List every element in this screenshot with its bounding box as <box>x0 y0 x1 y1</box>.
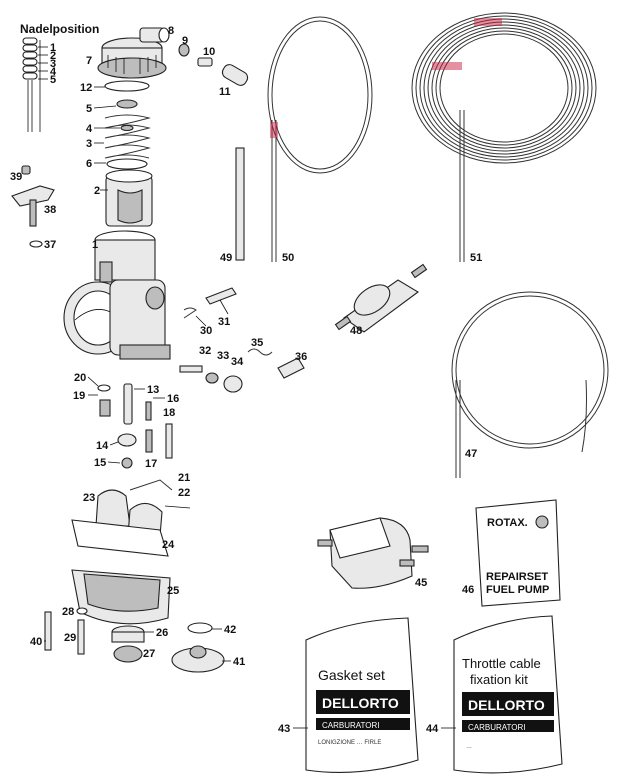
needle-position-group: Nadelposition 1 2 3 4 5 <box>20 22 99 132</box>
callout-34: 34 <box>231 356 244 368</box>
callout-46: 46 <box>462 584 474 596</box>
callout-20: 20 <box>74 372 86 384</box>
throttle-lever-group <box>11 165 55 248</box>
needle-position-title: Nadelposition <box>20 22 99 36</box>
callout-43: 43 <box>278 723 290 735</box>
carburetor-top-assembly <box>97 27 249 227</box>
coiled-cable-51 <box>411 12 597 262</box>
needle-pos-2: 2 <box>50 50 56 62</box>
callout-41: 41 <box>233 656 245 668</box>
callout-5: 5 <box>86 103 92 115</box>
callout-14: 14 <box>96 440 109 452</box>
fuel-filter <box>334 263 428 333</box>
callout-3: 3 <box>86 138 92 150</box>
needle-pos-3: 3 <box>50 58 56 70</box>
callout-27: 27 <box>143 648 155 660</box>
fuel-pump <box>317 517 429 589</box>
callout-labels: 1 2 3 4 5 6 7 8 9 10 11 12 13 14 15 16 1… <box>10 25 482 735</box>
callout-12: 12 <box>80 82 92 94</box>
callout-32: 32 <box>199 345 211 357</box>
callout-35: 35 <box>251 337 263 349</box>
needle-pos-5: 5 <box>50 74 56 86</box>
cables-group <box>235 12 609 478</box>
callout-48: 48 <box>350 325 362 337</box>
callout-30: 30 <box>200 325 212 337</box>
callout-13: 13 <box>147 384 159 396</box>
gasket-bag-title: Gasket set <box>318 667 385 683</box>
callout-9: 9 <box>182 35 188 47</box>
gasket-set-bag: Gasket set DELLORTO CARBURATORI LONIGZIO… <box>305 617 419 773</box>
cable-bag-title-1: Throttle cable <box>462 656 541 671</box>
callout-49: 49 <box>220 252 232 264</box>
needle-pos-1: 1 <box>50 42 56 54</box>
callout-22: 22 <box>178 487 190 499</box>
callout-11: 11 <box>219 86 231 98</box>
callout-7: 7 <box>86 55 92 67</box>
callout-40: 40 <box>30 636 42 648</box>
adjuster-screws-group <box>179 287 305 393</box>
cable-bag-title-2: fixation kit <box>470 672 528 687</box>
needle-pos-4: 4 <box>50 66 57 78</box>
callout-33: 33 <box>217 350 229 362</box>
callout-38: 38 <box>44 204 56 216</box>
callout-44: 44 <box>426 723 439 735</box>
callout-19: 19 <box>73 390 85 402</box>
callout-36: 36 <box>295 351 307 363</box>
callout-4: 4 <box>86 123 93 135</box>
cable-bag-foot: … <box>466 744 472 750</box>
cable-bag-sub: CARBURATORI <box>468 723 526 732</box>
needle-clip-icon <box>22 37 41 132</box>
float-chamber-group <box>44 383 225 673</box>
callout-21: 21 <box>178 472 190 484</box>
cable-bag-brand: DELLORTO <box>468 697 545 713</box>
callout-39: 39 <box>10 171 22 183</box>
callout-6: 6 <box>86 158 92 170</box>
callout-2: 2 <box>94 185 100 197</box>
callout-37: 37 <box>44 239 56 251</box>
carburetor-body <box>63 230 171 360</box>
callout-25: 25 <box>167 585 179 597</box>
repair-kit-brand: ROTAX. <box>487 517 528 529</box>
callout-42: 42 <box>224 624 236 636</box>
repair-kit-line1: REPAIRSET <box>486 571 548 583</box>
callout-17: 17 <box>145 458 157 470</box>
callout-18: 18 <box>163 407 175 419</box>
callout-26: 26 <box>156 627 168 639</box>
callout-8: 8 <box>168 25 174 37</box>
callout-10: 10 <box>203 46 215 58</box>
gasket-bag-foot: LONIGZIONE … FIRLE <box>318 740 381 746</box>
callout-50: 50 <box>282 252 294 264</box>
needle-position-numbers: 1 2 3 4 5 <box>38 42 57 86</box>
callout-23: 23 <box>83 492 95 504</box>
callout-31: 31 <box>218 316 230 328</box>
callout-15: 15 <box>94 457 106 469</box>
callout-51: 51 <box>470 252 482 264</box>
cable-fixation-bag: Throttle cable fixation kit DELLORTO CAR… <box>453 615 563 774</box>
repair-kit-card: ROTAX. REPAIRSET FUEL PUMP <box>475 499 561 607</box>
coiled-cable-47 <box>451 291 609 478</box>
callout-16: 16 <box>167 393 179 405</box>
gasket-bag-sub: CARBURATORI <box>322 721 380 730</box>
callout-29: 29 <box>64 632 76 644</box>
callout-28: 28 <box>62 606 74 618</box>
callout-24: 24 <box>162 539 175 551</box>
callout-45: 45 <box>415 577 427 589</box>
repair-kit-line2: FUEL PUMP <box>486 584 549 596</box>
callout-1: 1 <box>92 239 98 251</box>
gasket-bag-brand: DELLORTO <box>322 695 399 711</box>
callout-47: 47 <box>465 448 477 460</box>
